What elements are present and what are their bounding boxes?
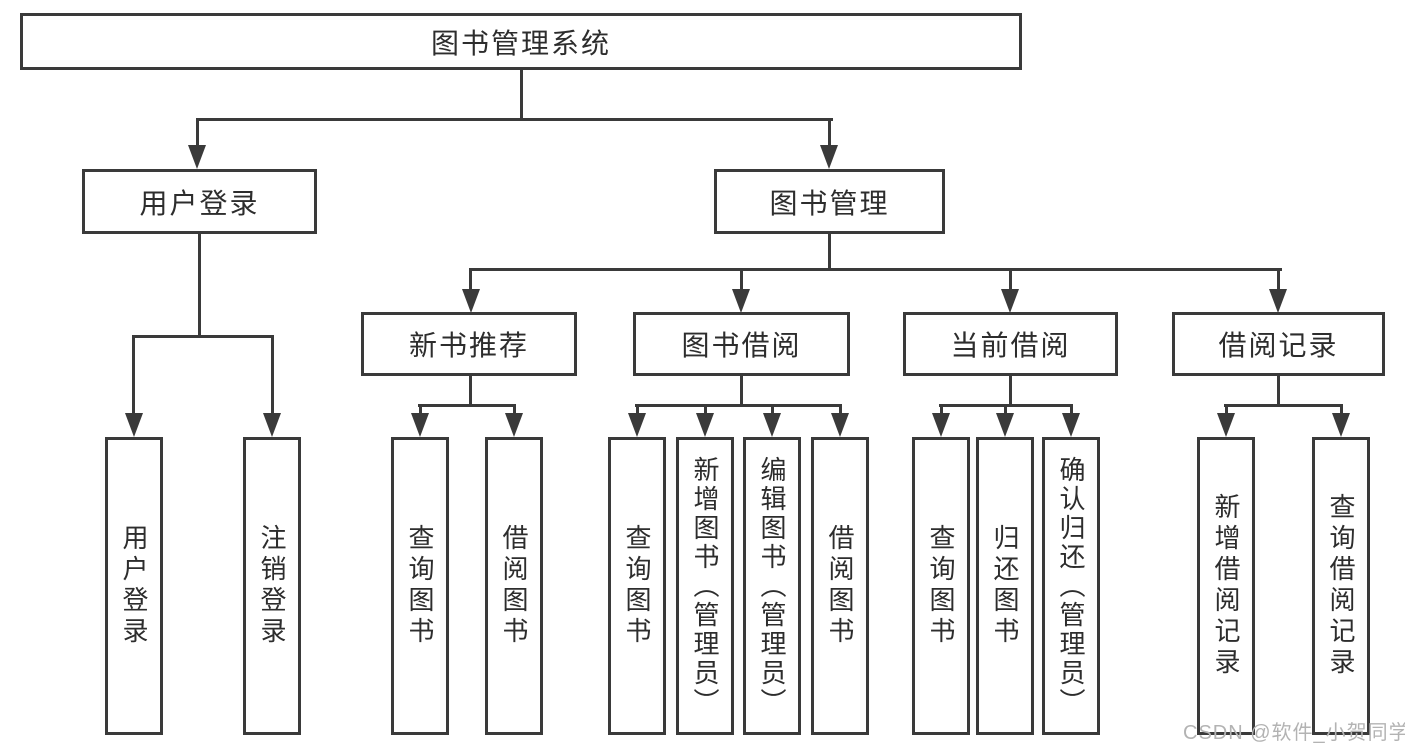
connector-line	[636, 406, 639, 418]
arrowhead-down-icon	[628, 413, 646, 437]
connector-line	[940, 406, 943, 418]
arrowhead-down-icon	[1062, 413, 1080, 437]
connector-line	[469, 270, 472, 294]
connector-line	[1009, 270, 1012, 294]
connector-line	[520, 69, 523, 120]
arrowhead-down-icon	[462, 289, 480, 313]
node-label: 编辑图书（管理员）	[757, 455, 787, 717]
leaf-query-books-recommend: 查询图书	[391, 437, 449, 735]
leaf-add-book-admin: 新增图书（管理员）	[676, 437, 734, 735]
leaf-add-borrow-record: 新增借阅记录	[1197, 437, 1255, 735]
connector-line	[828, 234, 831, 270]
connector-line	[198, 234, 201, 338]
leaf-query-books-current: 查询图书	[912, 437, 970, 735]
connector-line	[828, 120, 831, 150]
connector-line	[418, 404, 516, 407]
connector-line	[1277, 270, 1280, 294]
arrowhead-down-icon	[1332, 413, 1350, 437]
connector-line	[771, 406, 774, 418]
connector-line	[469, 268, 1282, 271]
connector-line	[740, 375, 743, 406]
node-label: 注销登录	[257, 524, 287, 648]
node-label: 当前借阅	[950, 330, 1071, 361]
node-label: 图书借阅	[681, 330, 802, 361]
node-label: 确认归还（管理员）	[1056, 455, 1086, 717]
leaf-user-login: 用户登录	[105, 437, 163, 735]
leaf-confirm-return-admin: 确认归还（管理员）	[1042, 437, 1100, 735]
connector-line	[1340, 406, 1343, 418]
node-label: 借阅记录	[1218, 330, 1339, 361]
arrowhead-down-icon	[125, 413, 143, 437]
node-label: 查询图书	[405, 524, 435, 648]
leaf-borrow-books: 借阅图书	[811, 437, 869, 735]
node-label: 新增借阅记录	[1211, 493, 1241, 679]
connector-line	[132, 335, 274, 338]
node-book-management: 图书管理	[714, 169, 945, 234]
arrowhead-down-icon	[505, 413, 523, 437]
connector-line	[740, 270, 743, 294]
connector-line	[132, 337, 135, 417]
node-label: 新书推荐	[408, 330, 529, 361]
arrowhead-down-icon	[732, 289, 750, 313]
connector-line	[1224, 404, 1343, 407]
connector-line	[939, 404, 1073, 407]
arrowhead-down-icon	[831, 413, 849, 437]
connector-line	[196, 120, 199, 150]
arrowhead-down-icon	[763, 413, 781, 437]
connector-line	[1009, 375, 1012, 406]
node-label: 查询借阅记录	[1326, 493, 1356, 679]
arrowhead-down-icon	[263, 413, 281, 437]
node-label: 图书管理	[769, 187, 890, 219]
arrowhead-down-icon	[1001, 289, 1019, 313]
arrowhead-down-icon	[188, 145, 206, 169]
node-label: 用户登录	[139, 187, 260, 219]
connector-line	[1277, 375, 1280, 406]
node-borrowing-records: 借阅记录	[1172, 312, 1385, 376]
node-book-borrowing: 图书借阅	[633, 312, 850, 376]
node-library-management-system: 图书管理系统	[20, 13, 1022, 70]
node-label: 归还图书	[990, 524, 1020, 648]
leaf-return-book: 归还图书	[976, 437, 1034, 735]
node-label: 新增图书（管理员）	[690, 455, 720, 717]
connector-line	[839, 406, 842, 418]
connector-line	[1225, 406, 1228, 418]
arrowhead-down-icon	[996, 413, 1014, 437]
node-label: 查询图书	[622, 524, 652, 648]
connector-line	[635, 404, 842, 407]
arrowhead-down-icon	[1269, 289, 1287, 313]
connector-line	[704, 406, 707, 418]
node-label: 借阅图书	[825, 524, 855, 648]
connector-line	[1070, 406, 1073, 418]
connector-line	[513, 406, 516, 418]
arrowhead-down-icon	[411, 413, 429, 437]
leaf-logout: 注销登录	[243, 437, 301, 735]
node-label: 图书管理系统	[430, 27, 611, 59]
arrowhead-down-icon	[820, 145, 838, 169]
leaf-query-books-borrowing: 查询图书	[608, 437, 666, 735]
arrowhead-down-icon	[932, 413, 950, 437]
node-label: 查询图书	[926, 524, 956, 648]
node-user-login: 用户登录	[82, 169, 317, 234]
connector-line	[271, 337, 274, 417]
connector-line	[196, 118, 833, 121]
node-new-book-recommend: 新书推荐	[361, 312, 577, 376]
connector-line	[1004, 406, 1007, 418]
watermark: CSDN @软件_小贺同学	[1183, 722, 1405, 744]
node-current-borrowing: 当前借阅	[903, 312, 1118, 376]
leaf-borrow-books-recommend: 借阅图书	[485, 437, 543, 735]
node-label: 借阅图书	[499, 524, 529, 648]
connector-line	[419, 406, 422, 418]
connector-line	[469, 375, 472, 406]
arrowhead-down-icon	[696, 413, 714, 437]
leaf-edit-book-admin: 编辑图书（管理员）	[743, 437, 801, 735]
arrowhead-down-icon	[1217, 413, 1235, 437]
node-label: 用户登录	[119, 524, 149, 648]
leaf-query-borrow-record: 查询借阅记录	[1312, 437, 1370, 735]
